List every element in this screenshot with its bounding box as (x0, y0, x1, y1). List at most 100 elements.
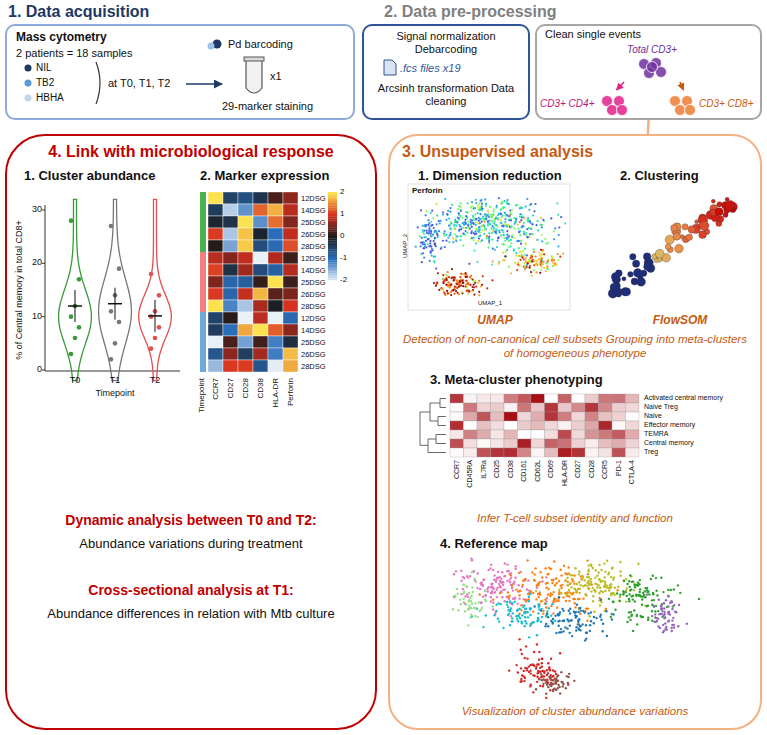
cell-point (568, 610, 570, 612)
cell-point (490, 227, 492, 229)
color-scale (328, 199, 337, 201)
cell-point (467, 221, 469, 223)
cell-point (541, 580, 543, 582)
som-node (700, 221, 710, 231)
cell-point (478, 237, 480, 239)
cell-point (481, 284, 483, 286)
cell-point (554, 615, 556, 617)
cell-point (422, 225, 424, 227)
cell-point (482, 275, 484, 277)
cell-point (530, 261, 532, 263)
cell-point (545, 603, 547, 605)
cell-point (501, 229, 503, 231)
heat-cell (531, 448, 545, 457)
data-dot (69, 314, 74, 319)
color-scale (328, 225, 337, 227)
cell-point (479, 209, 481, 211)
cell-point (571, 578, 573, 580)
som-node (637, 277, 646, 286)
cell-point (457, 235, 459, 237)
cell-point (511, 620, 513, 622)
som-node (622, 277, 626, 281)
cell-point (519, 234, 521, 236)
cell-point (493, 614, 495, 616)
cell-point (583, 579, 585, 581)
cell-point (568, 591, 570, 593)
cell-point (542, 219, 544, 221)
heat-cell (504, 394, 518, 403)
cell-point (654, 610, 656, 612)
heat-cell (268, 336, 283, 348)
cell-point (534, 579, 536, 581)
cell-point (524, 608, 526, 610)
cell-point (504, 215, 506, 217)
cell-point (535, 224, 537, 226)
cell-point (504, 239, 506, 241)
cell-point (492, 602, 494, 604)
color-scale (328, 236, 337, 238)
cell-point (579, 607, 581, 609)
cell-point (499, 586, 501, 588)
cell-point (489, 206, 491, 208)
cell-point (639, 615, 641, 617)
cell-point (432, 224, 434, 226)
cell-point (556, 606, 558, 608)
cell-point (671, 619, 673, 621)
cell-point (666, 629, 668, 631)
cell-point (450, 291, 452, 293)
cell-point (478, 227, 480, 229)
heat-cell (612, 430, 626, 439)
heat-cell (450, 430, 464, 439)
cell-point (476, 229, 478, 231)
cell-point (474, 230, 476, 232)
cell-point (523, 222, 525, 224)
cell-point (467, 576, 469, 578)
cell-point (496, 205, 498, 207)
color-scale (328, 207, 337, 209)
cell-point (589, 624, 591, 626)
cell-point (653, 605, 655, 607)
cell-point (445, 240, 447, 242)
cell-point (628, 600, 630, 602)
cell-point (501, 571, 503, 573)
cell-point (500, 222, 502, 224)
cell-point (460, 593, 462, 595)
bullet-dot (25, 95, 32, 102)
heat-cell (464, 439, 478, 448)
cell-point (447, 292, 449, 294)
cell-point (513, 217, 515, 219)
cell-point (471, 290, 473, 292)
cell-point (612, 601, 614, 603)
cell-point (612, 566, 614, 568)
cell-point (492, 225, 494, 227)
cell-point (484, 594, 486, 596)
cell-point (582, 585, 584, 587)
cell-point (536, 220, 538, 222)
cell-point (417, 226, 419, 228)
cell-point (491, 583, 493, 585)
cell-point (485, 215, 487, 217)
cell-point (496, 587, 498, 589)
cell-point (438, 230, 440, 232)
cell-point (452, 241, 454, 243)
heat-cell (531, 403, 545, 412)
group-bar (200, 204, 206, 216)
cell-point (526, 219, 528, 221)
cell-point (588, 615, 590, 617)
heat-cell (283, 264, 298, 276)
cell-point (497, 618, 499, 620)
heat-cell (223, 204, 238, 216)
cell-point (630, 588, 632, 590)
dendrogram (420, 412, 430, 445)
cell-point (516, 269, 518, 271)
som-node (611, 273, 619, 281)
cell-point (475, 218, 477, 220)
heat-cell (504, 403, 518, 412)
cell-point (499, 592, 501, 594)
group-bar (200, 192, 206, 204)
cell-point (525, 232, 527, 234)
cell-point (587, 573, 589, 575)
cell-point (660, 613, 662, 615)
cell-point (480, 601, 482, 603)
cell-point (522, 606, 524, 608)
